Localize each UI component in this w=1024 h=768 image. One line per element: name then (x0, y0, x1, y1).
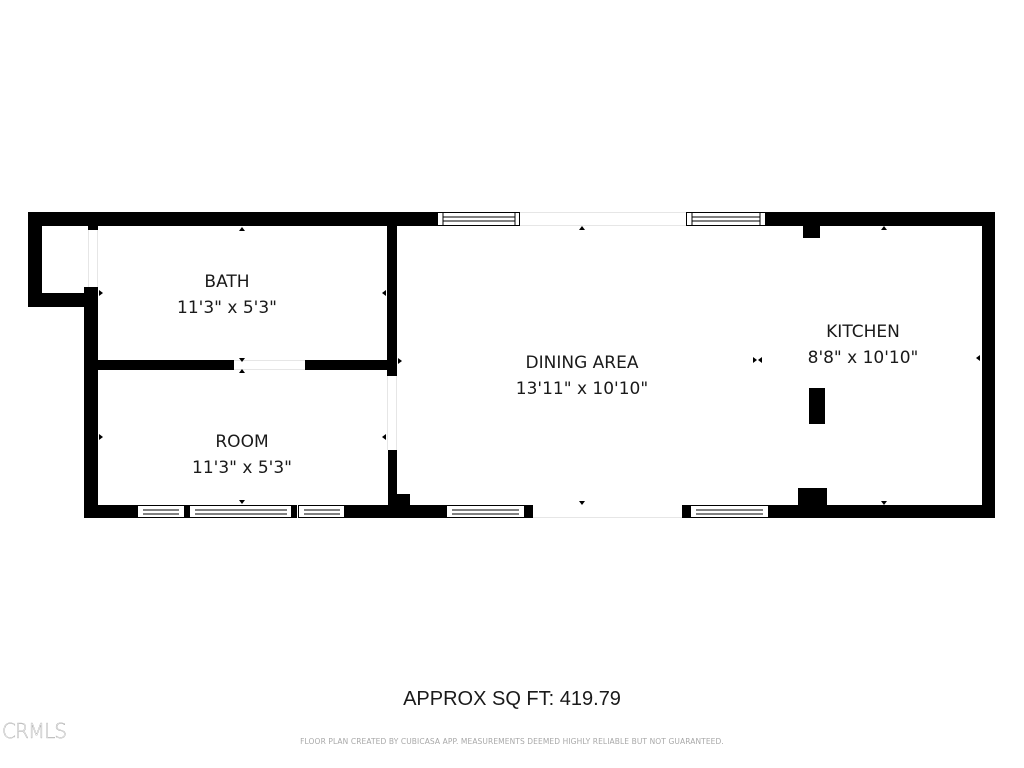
walls (28, 212, 995, 518)
room-dining-area: DINING AREA 13'11" x 10'10" (516, 350, 648, 402)
room-name: ROOM (215, 432, 269, 452)
room-dimensions: 11'3" x 5'3" (177, 298, 277, 318)
disclaimer: FLOOR PLAN CREATED BY CUBICASA APP. MEAS… (300, 737, 724, 746)
room-name: KITCHEN (826, 322, 900, 342)
mullions (185, 505, 297, 518)
crmls-watermark: CRMLS (2, 719, 67, 743)
room-kitchen: KITCHEN 8'8" x 10'10" (808, 319, 919, 371)
approx-sqft: APPROX SQ FT: 419.79 (403, 688, 621, 710)
room-room: ROOM 11'3" x 5'3" (192, 429, 292, 481)
room-dimensions: 11'3" x 5'3" (192, 458, 292, 478)
windows (137, 212, 769, 518)
room-dimensions: 8'8" x 10'10" (807, 348, 919, 368)
room-dimensions: 13'11" x 10'10" (515, 379, 649, 399)
room-name: BATH (204, 272, 250, 292)
room-name: DINING AREA (525, 353, 639, 373)
dimension-markers (99, 226, 980, 505)
room-bath: BATH 11'3" x 5'3" (177, 269, 277, 321)
openings (88, 212, 686, 518)
